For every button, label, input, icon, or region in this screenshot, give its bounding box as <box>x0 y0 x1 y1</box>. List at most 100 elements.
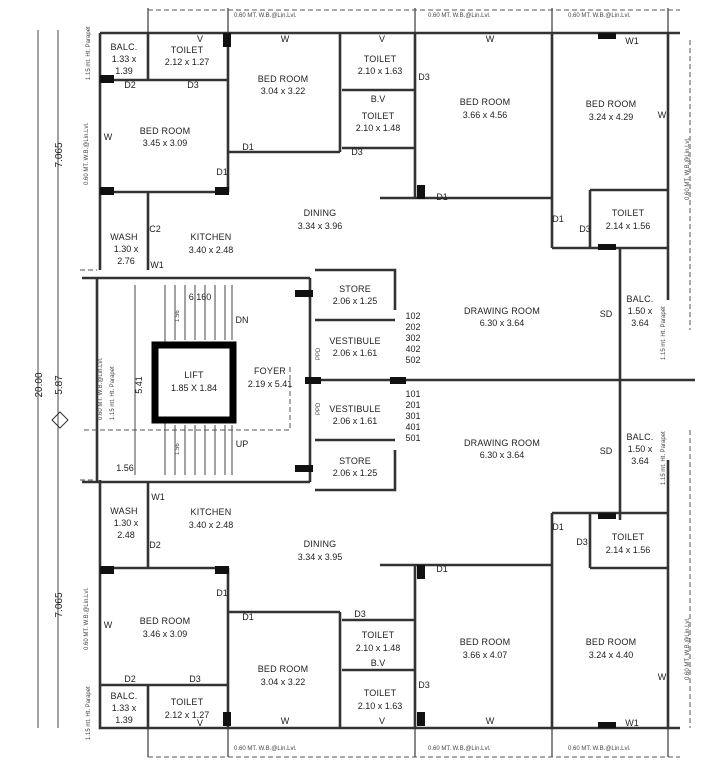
room-dim: 3.64 <box>631 318 649 328</box>
room-dim: 3.34 x 3.95 <box>298 552 343 562</box>
room-name: TOILET <box>612 532 645 542</box>
room-dim: 1.33 x <box>112 54 137 64</box>
walls <box>82 31 695 730</box>
room-name: DINING <box>304 539 337 549</box>
room-name: TOILET <box>364 54 397 64</box>
vent-label: V <box>197 718 203 728</box>
room-name: TOILET <box>362 630 395 640</box>
stair-up-label: UP <box>236 439 249 449</box>
ledge-label: 0.60 MT. W.B.@Lin.Lvl. <box>685 137 691 200</box>
parapet-label: 1.15 mt. Ht. Parapet <box>661 306 667 360</box>
room-dim: 2.14 x 1.56 <box>606 545 651 555</box>
room-name: FOYER <box>254 366 286 376</box>
room-dim: 2.10 x 1.48 <box>356 123 401 133</box>
unit-number: 301 <box>405 411 420 421</box>
door-label: D1 <box>552 522 564 532</box>
ledge-label: 0.60 MT. W.B.@Lin.Lvl. <box>568 13 631 19</box>
parapet-label: 1.15 mt. Ht. Parapet <box>86 686 92 740</box>
room-dim: 3.24 x 4.40 <box>589 650 634 660</box>
unit-number: 102 <box>405 311 420 321</box>
window-label: W <box>486 716 495 726</box>
room-name: DRAWING ROOM <box>464 438 540 448</box>
bottom-unit: 101 201 301 401 501 VESTIBULE 2.06 x 1.6… <box>110 389 653 725</box>
ledge-label: 0.60 MT. W.B.@Lin.Lvl. <box>234 746 297 752</box>
room-name: BED ROOM <box>460 97 511 107</box>
stair-down-label: DN <box>236 315 249 325</box>
window-label: W <box>658 110 667 120</box>
bv-label: B.V <box>371 658 386 668</box>
room-name: BALC. <box>110 42 137 52</box>
door-label: PPD <box>316 402 322 415</box>
room-dim: 3.04 x 3.22 <box>261 677 306 687</box>
window-label: W <box>486 34 495 44</box>
unit-number: 501 <box>405 433 420 443</box>
room-dim: 3.40 x 2.48 <box>189 245 234 255</box>
core: 6.160 DN UP 1.56 1.56 5.41 1.56 LIFT 1.8… <box>116 292 322 473</box>
room-dim: 1.30 x <box>114 244 139 254</box>
bv-label: B.V <box>371 94 386 104</box>
room-name: VESTIBULE <box>329 336 380 346</box>
parapet-label: 1.15 mt. Ht. Parapet <box>110 366 116 420</box>
door-label: D1 <box>436 192 448 202</box>
unit-number: 302 <box>405 333 420 343</box>
door-label: D1 <box>242 142 254 152</box>
window-label: W1 <box>625 718 639 728</box>
room-name: BED ROOM <box>258 664 309 674</box>
vent-label: V <box>379 34 385 44</box>
room-name: KITCHEN <box>191 507 232 517</box>
room-name: TOILET <box>362 111 395 121</box>
room-name: BALC. <box>626 432 653 442</box>
room-dim: 2.76 <box>117 256 135 266</box>
window-label: W <box>104 132 113 142</box>
room-name: BED ROOM <box>140 616 191 626</box>
door-label: D1 <box>242 612 254 622</box>
parapet-label: 1.15 mt. Ht. Parapet <box>661 431 667 485</box>
room-dim: 2.19 x 5.41 <box>248 379 293 389</box>
room-name: TOILET <box>612 208 645 218</box>
room-dim: 1.33 x <box>112 703 137 713</box>
room-dim: 2.06 x 1.25 <box>333 468 378 478</box>
north-arrow-icon <box>51 411 69 429</box>
room-dim: 3.45 x 3.09 <box>143 138 188 148</box>
dim-upper: 7.065 <box>54 142 65 167</box>
door-label: D3 <box>189 674 201 684</box>
door-label: D2 <box>124 674 136 684</box>
ledge-label: 0.60 MT. W.B.@Lin.Lvl. <box>428 13 491 19</box>
room-dim: 2.12 x 1.27 <box>165 57 210 67</box>
unit-number: 202 <box>405 322 420 332</box>
room-dim: 6.30 x 3.64 <box>480 450 525 460</box>
room-dim: 3.66 x 4.56 <box>463 110 508 120</box>
door-label: PPD <box>316 347 322 360</box>
dimension-lines <box>37 30 69 728</box>
door-label: D3 <box>576 537 588 547</box>
ledge-label: 0.60 MT. W.B.@Lin.Lvl. <box>84 587 90 650</box>
room-dim: 2.06 x 1.61 <box>333 416 378 426</box>
room-name: TOILET <box>171 45 204 55</box>
room-name: BED ROOM <box>140 126 191 136</box>
ledge-outline <box>80 8 691 758</box>
room-dim: 3.34 x 3.96 <box>298 221 343 231</box>
room-name: BALC. <box>110 691 137 701</box>
riser-dim: 1.56 <box>175 310 181 322</box>
ledge-labels: 0.60 MT. W.B.@Lin.Lvl. 0.60 MT. W.B.@Lin… <box>84 13 691 752</box>
door-label: D1 <box>436 564 448 574</box>
room-name: VESTIBULE <box>329 404 380 414</box>
vent-label: V <box>197 34 203 44</box>
ledge-label: 0.60 MT. W.B.@Lin.Lvl. <box>428 746 491 752</box>
unit-number: 502 <box>405 355 420 365</box>
riser-dim: 1.56 <box>175 443 181 455</box>
door-label: D1 <box>216 167 228 177</box>
dim-total: 20.00 <box>34 372 45 397</box>
stair-width: 6.160 <box>189 292 212 302</box>
room-dim: 3.64 <box>631 456 649 466</box>
ledge-label: 0.60 MT. W.B.@Lin.Lvl. <box>98 357 104 420</box>
unit-number: 401 <box>405 422 420 432</box>
landing-dim: 1.56 <box>116 463 134 473</box>
door-label: D1 <box>216 588 228 598</box>
room-name: LIFT <box>184 370 204 380</box>
ledge-label: 0.60 MT. W.B.@Lin.Lvl. <box>568 746 631 752</box>
unit-number: 101 <box>405 389 420 399</box>
door-label: D3 <box>579 224 591 234</box>
room-name: TOILET <box>171 697 204 707</box>
room-dim: 3.40 x 2.48 <box>189 520 234 530</box>
